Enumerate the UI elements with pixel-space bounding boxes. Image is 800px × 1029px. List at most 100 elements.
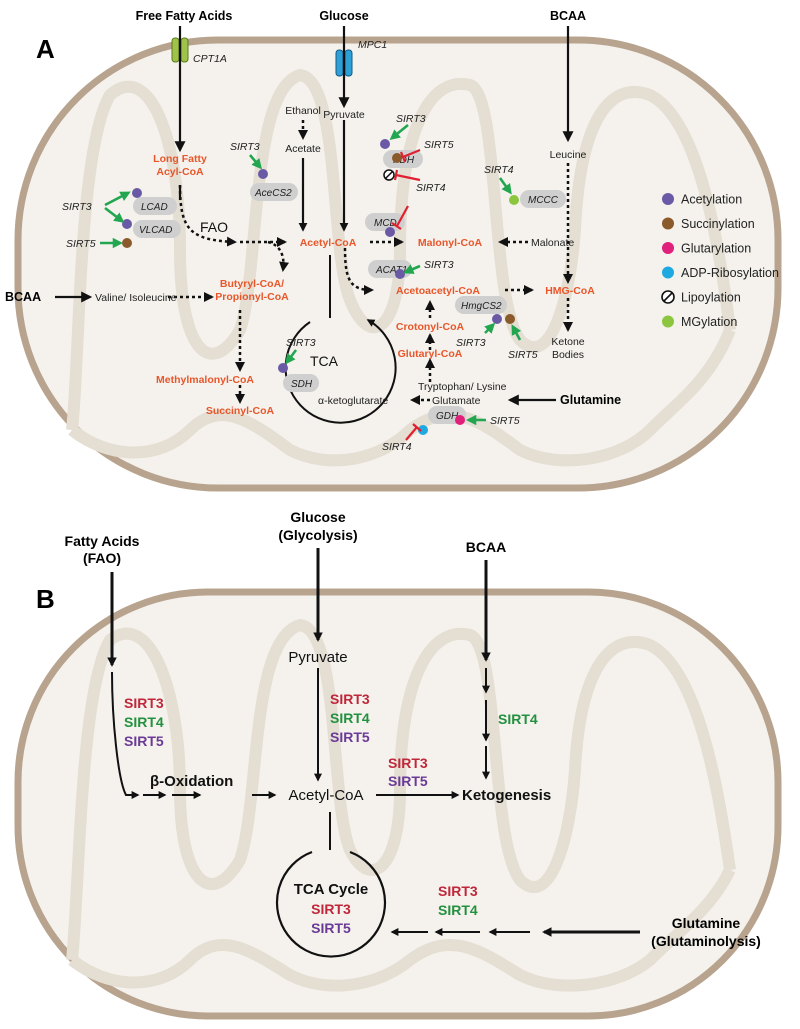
hmgcs2-succinyl-dot xyxy=(505,314,515,324)
sirt-acecs2-sirt3: SIRT3 xyxy=(230,141,260,153)
sdh-acetyl-dot xyxy=(278,363,288,373)
enzyme-sdh-label: SDH xyxy=(291,379,313,390)
red-bar-gdh xyxy=(405,426,418,441)
leucine-label: Leucine xyxy=(550,149,587,161)
green-arrows xyxy=(100,123,522,426)
fao-label: FAO xyxy=(200,219,228,235)
dotted-fao-butyryl xyxy=(267,240,290,272)
ketone-label-2: Bodies xyxy=(552,349,584,361)
b-fao-sirt4: SIRT4 xyxy=(124,714,164,730)
enzyme-mcd: MCD xyxy=(365,213,405,231)
mccc-mgyl-dot xyxy=(509,195,519,205)
alpha-ketoglutarate-label: α-ketoglutarate xyxy=(318,395,388,407)
sirt-pdh-sirt3: SIRT3 xyxy=(396,113,426,125)
sirt-mccc-sirt4: SIRT4 xyxy=(484,164,514,176)
legend-label-adp-ribosylation: ADP-Ribosylation xyxy=(681,266,779,280)
legend-label-acetylation: Acetylation xyxy=(681,193,742,207)
enzyme-mcd-label: MCD xyxy=(374,218,397,229)
vlcad-acetyl-dot xyxy=(122,219,132,229)
ptm-legend: AcetylationSuccinylationGlutarylationADP… xyxy=(661,193,779,329)
legend-label-mgylation: MGylation xyxy=(681,315,737,329)
sirt-gdh-sirt4: SIRT4 xyxy=(382,441,412,453)
glucose-label-a: Glucose xyxy=(319,9,368,23)
pyruvate-label-b: Pyruvate xyxy=(288,649,347,666)
ketogenesis-label: Ketogenesis xyxy=(462,787,551,804)
succinyl-coa-label: Succinyl-CoA xyxy=(206,405,275,417)
green-arrow-lcad-2 xyxy=(104,206,125,223)
malonyl-coa-label: Malonyl-CoA xyxy=(418,237,483,249)
bcaa-label-b: BCAA xyxy=(466,539,506,555)
tca-label-a: TCA xyxy=(310,353,339,369)
methylmalonyl-coa-label: Methylmalonyl-CoA xyxy=(156,374,254,386)
green-arrow-sdh xyxy=(285,349,298,365)
sirt-acat1-sirt3: SIRT3 xyxy=(424,259,454,271)
green-arrow-acat1 xyxy=(403,264,421,274)
mito-b-cristae xyxy=(66,619,736,992)
red-bar-mcd-cap xyxy=(391,222,402,230)
lcad-acetyl-dot xyxy=(132,188,142,198)
sirt-hmgcs2-sirt3: SIRT3 xyxy=(456,337,486,349)
cpt1a-label: CPT1A xyxy=(193,53,227,65)
red-inhibitors xyxy=(391,148,422,441)
pdh-succinyl-dot xyxy=(392,153,402,163)
dotted-acetyl-acetoacetyl xyxy=(343,247,374,295)
beta-oxidation-label: β-Oxidation xyxy=(150,773,233,790)
pdh-acetyl-dot xyxy=(380,139,390,149)
glutamate-label: Glutamate xyxy=(432,395,481,407)
butyryl-label-1: Butyryl-CoA/ xyxy=(220,278,284,290)
enzyme-acecs2-label: AceCS2 xyxy=(254,188,292,199)
ethanol-label: Ethanol xyxy=(285,105,321,117)
panel-a: A Free Fatty Acids Glucose BCAA CPT1A MP… xyxy=(5,9,782,492)
b-bcaa-sirt4: SIRT4 xyxy=(498,711,538,727)
red-bar-pdh-sirt5-cap xyxy=(399,151,407,163)
green-arrow-pdh xyxy=(389,123,409,140)
enzyme-acat1: ACAT1 xyxy=(368,260,412,278)
green-arrow-lcad-1 xyxy=(104,191,131,207)
crotonyl-coa-label: Crotonyl-CoA xyxy=(396,321,465,333)
b-keto-sirt5: SIRT5 xyxy=(388,773,428,789)
long-fatty-label-1: Long Fatty xyxy=(153,153,207,165)
tryptophan-lysine-label: Tryptophan/ Lysine xyxy=(418,381,507,393)
b-pyr-sirt4: SIRT4 xyxy=(330,710,370,726)
mpc1-label: MPC1 xyxy=(358,39,387,51)
bcaa-top-label: BCAA xyxy=(550,9,586,23)
mito-a-cristae xyxy=(66,69,736,467)
valine-isoleucine-label: Valine/ Isoleucine xyxy=(95,292,177,304)
enzyme-mccc-label: MCCC xyxy=(528,195,559,206)
acetate-label: Acetate xyxy=(285,143,321,155)
red-bar-gdh-cap xyxy=(412,423,422,432)
long-fatty-label-2: Acyl-CoA xyxy=(156,166,204,178)
fatty-acids-label-1: Fatty Acids xyxy=(65,533,140,549)
b-keto-sirt3: SIRT3 xyxy=(388,755,428,771)
red-bar-pdh-sirt5 xyxy=(402,148,421,159)
green-arrow-hmg-s5 xyxy=(511,324,522,341)
cpt1a-transporter-icon xyxy=(171,37,189,63)
legend-swatch-mgylation xyxy=(662,315,674,328)
hmg-coa-label: HMG-CoA xyxy=(545,285,595,297)
dotted-acyl-fao xyxy=(178,184,237,247)
sirt-vlcad-sirt5: SIRT5 xyxy=(66,238,96,250)
mpc1-transporter-icon xyxy=(335,49,353,77)
gdh-adp-dot xyxy=(418,425,428,435)
b-gln-sirt3: SIRT3 xyxy=(438,883,478,899)
panel-b: B Fatty Acids (FAO) Glucose (Glycolysis)… xyxy=(14,509,782,1020)
green-arrow-mccc xyxy=(498,177,512,195)
arrow-fa-curve xyxy=(111,671,140,799)
red-bar-pdh-sirt4 xyxy=(395,173,421,182)
b-fao-sirt5: SIRT5 xyxy=(124,733,164,749)
enzyme-lcad: LCAD xyxy=(133,197,177,215)
red-bar-mcd xyxy=(396,205,409,227)
butyryl-label-2: Propionyl-CoA xyxy=(215,291,289,303)
sirt-pdh-sirt5: SIRT5 xyxy=(424,139,454,151)
green-arrow-acecs2 xyxy=(249,154,262,170)
legend-label-succinylation: Succinylation xyxy=(681,217,755,231)
free-fatty-acids-label: Free Fatty Acids xyxy=(136,9,233,23)
panel-a-label: A xyxy=(36,34,55,64)
b-tca-sirt5: SIRT5 xyxy=(311,920,351,936)
acat1-acetyl-dot xyxy=(395,269,405,279)
mcd-acetyl-dot xyxy=(385,227,395,237)
pdh-lipoyl-slash xyxy=(384,170,394,180)
enzyme-hmgcs2-label: HmgCS2 xyxy=(461,301,502,312)
sirt-gdh-sirt5: SIRT5 xyxy=(490,415,520,427)
sirt-sdh-sirt3: SIRT3 xyxy=(286,337,316,349)
